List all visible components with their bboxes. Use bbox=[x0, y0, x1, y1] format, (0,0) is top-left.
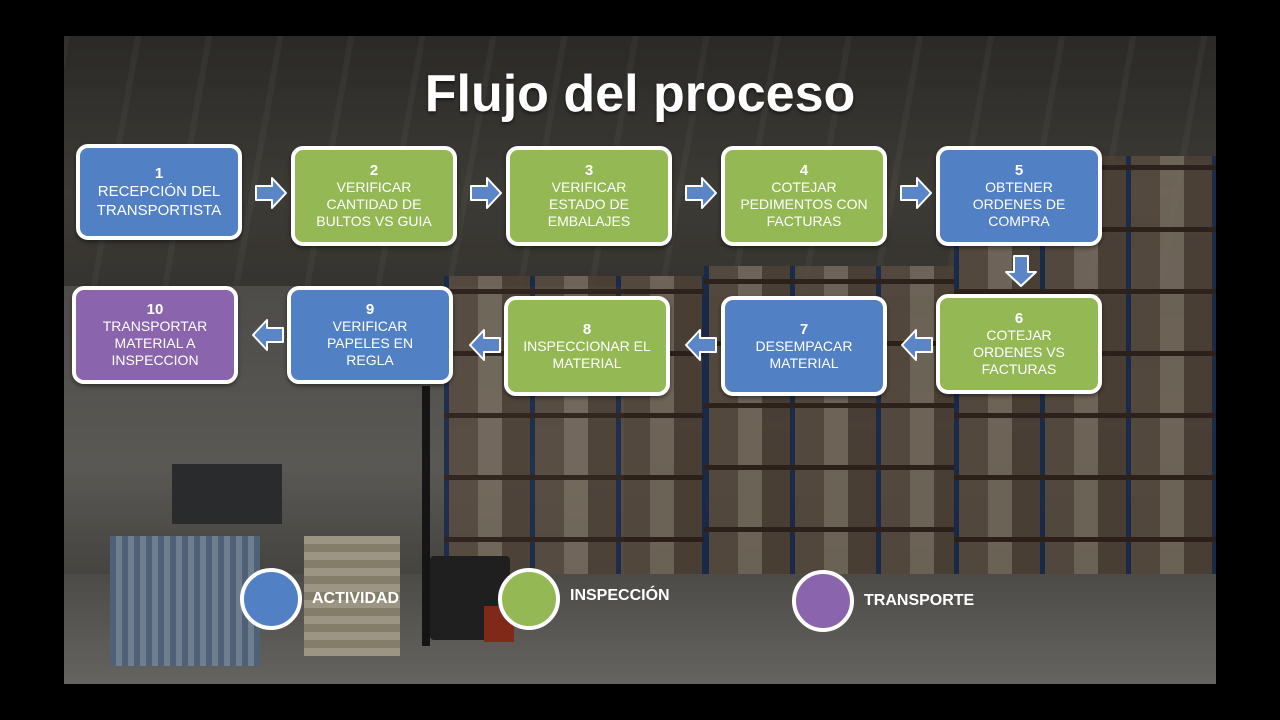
flow-arrow-icon bbox=[255, 177, 287, 209]
legend-circle-icon bbox=[240, 568, 302, 630]
legend-label: INSPECCIÓN bbox=[570, 587, 670, 604]
legend-circle-icon bbox=[792, 570, 854, 632]
step-label: COTEJAR ORDENES VS FACTURAS bbox=[973, 327, 1065, 377]
step-label: INSPECCIONAR EL MATERIAL bbox=[523, 337, 651, 371]
legend-transporte: TRANSPORTE bbox=[792, 570, 974, 632]
pallet bbox=[304, 536, 400, 656]
step-number: 10 bbox=[146, 301, 164, 318]
flow-arrow-icon bbox=[685, 329, 717, 361]
step-number: 1 bbox=[154, 164, 164, 182]
flow-arrow-icon bbox=[252, 319, 284, 351]
slide-title: Flujo del proceso bbox=[424, 65, 856, 123]
flow-arrow-icon bbox=[900, 177, 932, 209]
step-number: 8 bbox=[582, 320, 592, 338]
step-number: 6 bbox=[1014, 310, 1024, 327]
flow-arrow-icon bbox=[470, 177, 502, 209]
step-label: VERIFICAR CANTIDAD DE BULTOS VS GUIA bbox=[316, 179, 432, 229]
step-label: OBTENER ORDENES DE COMPRA bbox=[972, 179, 1066, 229]
step-label: DESEMPACAR MATERIAL bbox=[755, 337, 853, 371]
step-number: 4 bbox=[799, 162, 809, 179]
flow-arrow-icon bbox=[1005, 255, 1037, 287]
step-label: VERIFICAR PAPELES EN REGLA bbox=[326, 318, 414, 368]
step-number: 7 bbox=[799, 320, 809, 338]
step-label: TRANSPORTAR MATERIAL A INSPECCION bbox=[102, 318, 208, 368]
legend-inspeccion: INSPECCIÓN bbox=[498, 568, 670, 630]
warehouse-door bbox=[172, 464, 282, 524]
step-label: VERIFICAR ESTADO DE EMBALAJES bbox=[547, 179, 631, 229]
forklift-mast bbox=[422, 386, 430, 646]
legend-label: ACTIVIDAD bbox=[312, 590, 400, 607]
legend-circle-icon bbox=[498, 568, 560, 630]
step-number: 3 bbox=[584, 162, 594, 179]
step-number: 2 bbox=[369, 162, 379, 179]
flow-arrow-icon bbox=[469, 329, 501, 361]
legend-actividad: ACTIVIDAD bbox=[240, 568, 399, 630]
step-label: COTEJAR PEDIMENTOS CON FACTURAS bbox=[740, 179, 868, 229]
legend-label: TRANSPORTE bbox=[864, 592, 975, 609]
step-label: RECEPCIÓN DEL TRANSPORTISTA bbox=[96, 182, 222, 219]
step-number: 9 bbox=[365, 301, 375, 318]
flow-arrow-icon bbox=[685, 177, 717, 209]
flow-arrow-icon bbox=[901, 329, 933, 361]
pallet bbox=[110, 536, 260, 666]
step-number: 5 bbox=[1014, 162, 1024, 179]
